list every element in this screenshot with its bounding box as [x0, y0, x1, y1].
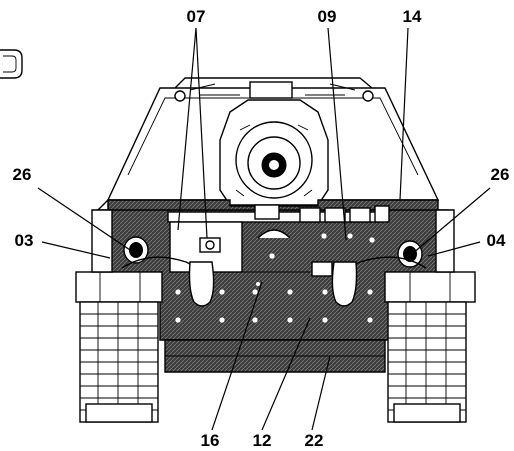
callout-07: 07: [187, 7, 206, 26]
callout-26-right: 26: [491, 165, 510, 184]
partial-lock-icon: [0, 49, 23, 79]
callout-16: 16: [201, 431, 220, 450]
exhaust-left: [123, 236, 149, 264]
fender-right: [384, 209, 476, 303]
callout-14: 14: [403, 7, 422, 26]
tow-cables: [121, 256, 427, 307]
callout-26-left: 26: [13, 165, 32, 184]
gun-mantlet: [219, 99, 329, 206]
callout-09: 09: [318, 7, 337, 26]
track-right: [387, 301, 467, 423]
callout-12: 12: [253, 431, 272, 450]
callout-03: 03: [15, 231, 34, 250]
callout-04: 04: [487, 231, 506, 250]
exhaust-right: [397, 240, 423, 268]
fender-left: [75, 198, 163, 303]
track-left: [79, 301, 159, 423]
plate-rivets: [175, 233, 375, 323]
leader-lines: [37, 27, 491, 431]
callout-22: 22: [305, 431, 324, 450]
